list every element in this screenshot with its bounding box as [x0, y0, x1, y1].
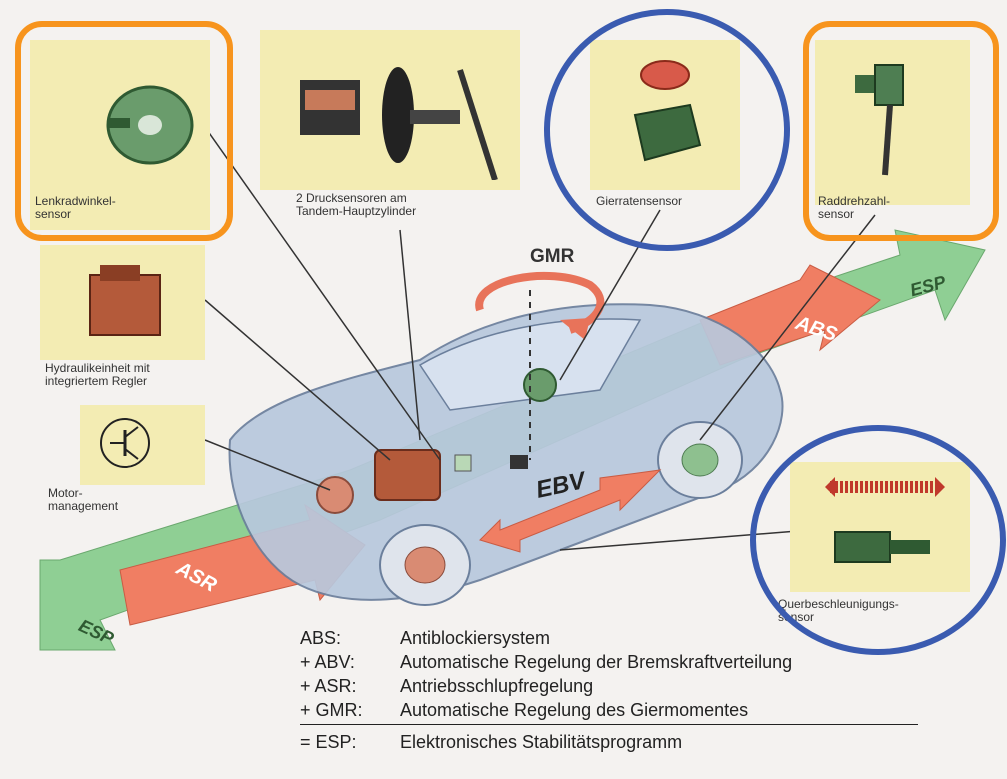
- legend-desc: Antiblockiersystem: [400, 628, 551, 648]
- legend-desc: Antriebsschlupfregelung: [400, 676, 594, 696]
- engine-management-panel: [80, 405, 205, 485]
- wheel-speed-label: Raddrehzahl- sensor: [818, 194, 891, 221]
- legend-desc: Automatische Regelung des Giermomentes: [400, 700, 749, 720]
- yaw-sensor-icon: [633, 60, 702, 162]
- lateral-accel-panel: [790, 462, 970, 592]
- wheel-speed-sensor-icon: [855, 64, 904, 176]
- legend-abbr: + ABV:: [300, 652, 355, 672]
- legend-row: + ASR: Antriebsschlupfregelung: [300, 674, 1000, 698]
- legend-desc: Elektronisches Stabilitätsprogramm: [400, 732, 683, 752]
- yaw-rate-panel: [590, 40, 740, 190]
- engine-management-label: Motor- management: [48, 486, 119, 513]
- hydraulic-unit-icon: [89, 265, 161, 336]
- car-body: [228, 303, 784, 601]
- lateral-accel-sensor-icon: [825, 477, 945, 563]
- hydraulic-unit-panel: [40, 245, 205, 360]
- legend-abbr: + ASR:: [300, 676, 357, 696]
- legend-desc: Automatische Regelung der Bremskraftvert…: [400, 652, 793, 672]
- pressure-sensors-label: 2 Drucksensoren am Tandem-Hauptzylinder: [296, 191, 417, 218]
- wheel-speed-panel: [815, 40, 970, 205]
- legend-row: = ESP: Elektronisches Stabilitätsprogram…: [300, 730, 1000, 754]
- legend-row: + GMR: Automatische Regelung des Giermom…: [300, 698, 1000, 722]
- gmr-arrow: [475, 271, 605, 334]
- legend-abbr: + GMR:: [300, 700, 363, 720]
- yaw-rate-label: Gierratensensor: [596, 194, 683, 208]
- legend-row: + ABV: Automatische Regelung der Bremskr…: [300, 650, 1000, 674]
- lateral-accel-label: Querbeschleunigungs- sensor: [778, 597, 899, 624]
- engine-block: [374, 449, 441, 501]
- legend-rule: [300, 724, 918, 725]
- legend-abbr: = ESP:: [300, 732, 357, 752]
- transistor-icon: [100, 418, 150, 468]
- steering-angle-label: Lenkradwinkel- sensor: [35, 194, 116, 221]
- pressure-sensors-panel: [260, 30, 520, 190]
- gmr-label: GMR: [530, 246, 575, 267]
- legend-row: ABS: Antiblockiersystem: [300, 626, 1000, 650]
- legend: ABS: Antiblockiersystem + ABV: Automatis…: [300, 626, 1000, 754]
- legend-abbr: ABS:: [300, 628, 342, 648]
- hydraulic-unit-label: Hydraulikeinheit mit integriertem Regler: [45, 361, 150, 388]
- steering-sensor-icon: [106, 85, 194, 165]
- master-cylinder-icon: [300, 67, 498, 180]
- ebv-arrow: [479, 469, 662, 553]
